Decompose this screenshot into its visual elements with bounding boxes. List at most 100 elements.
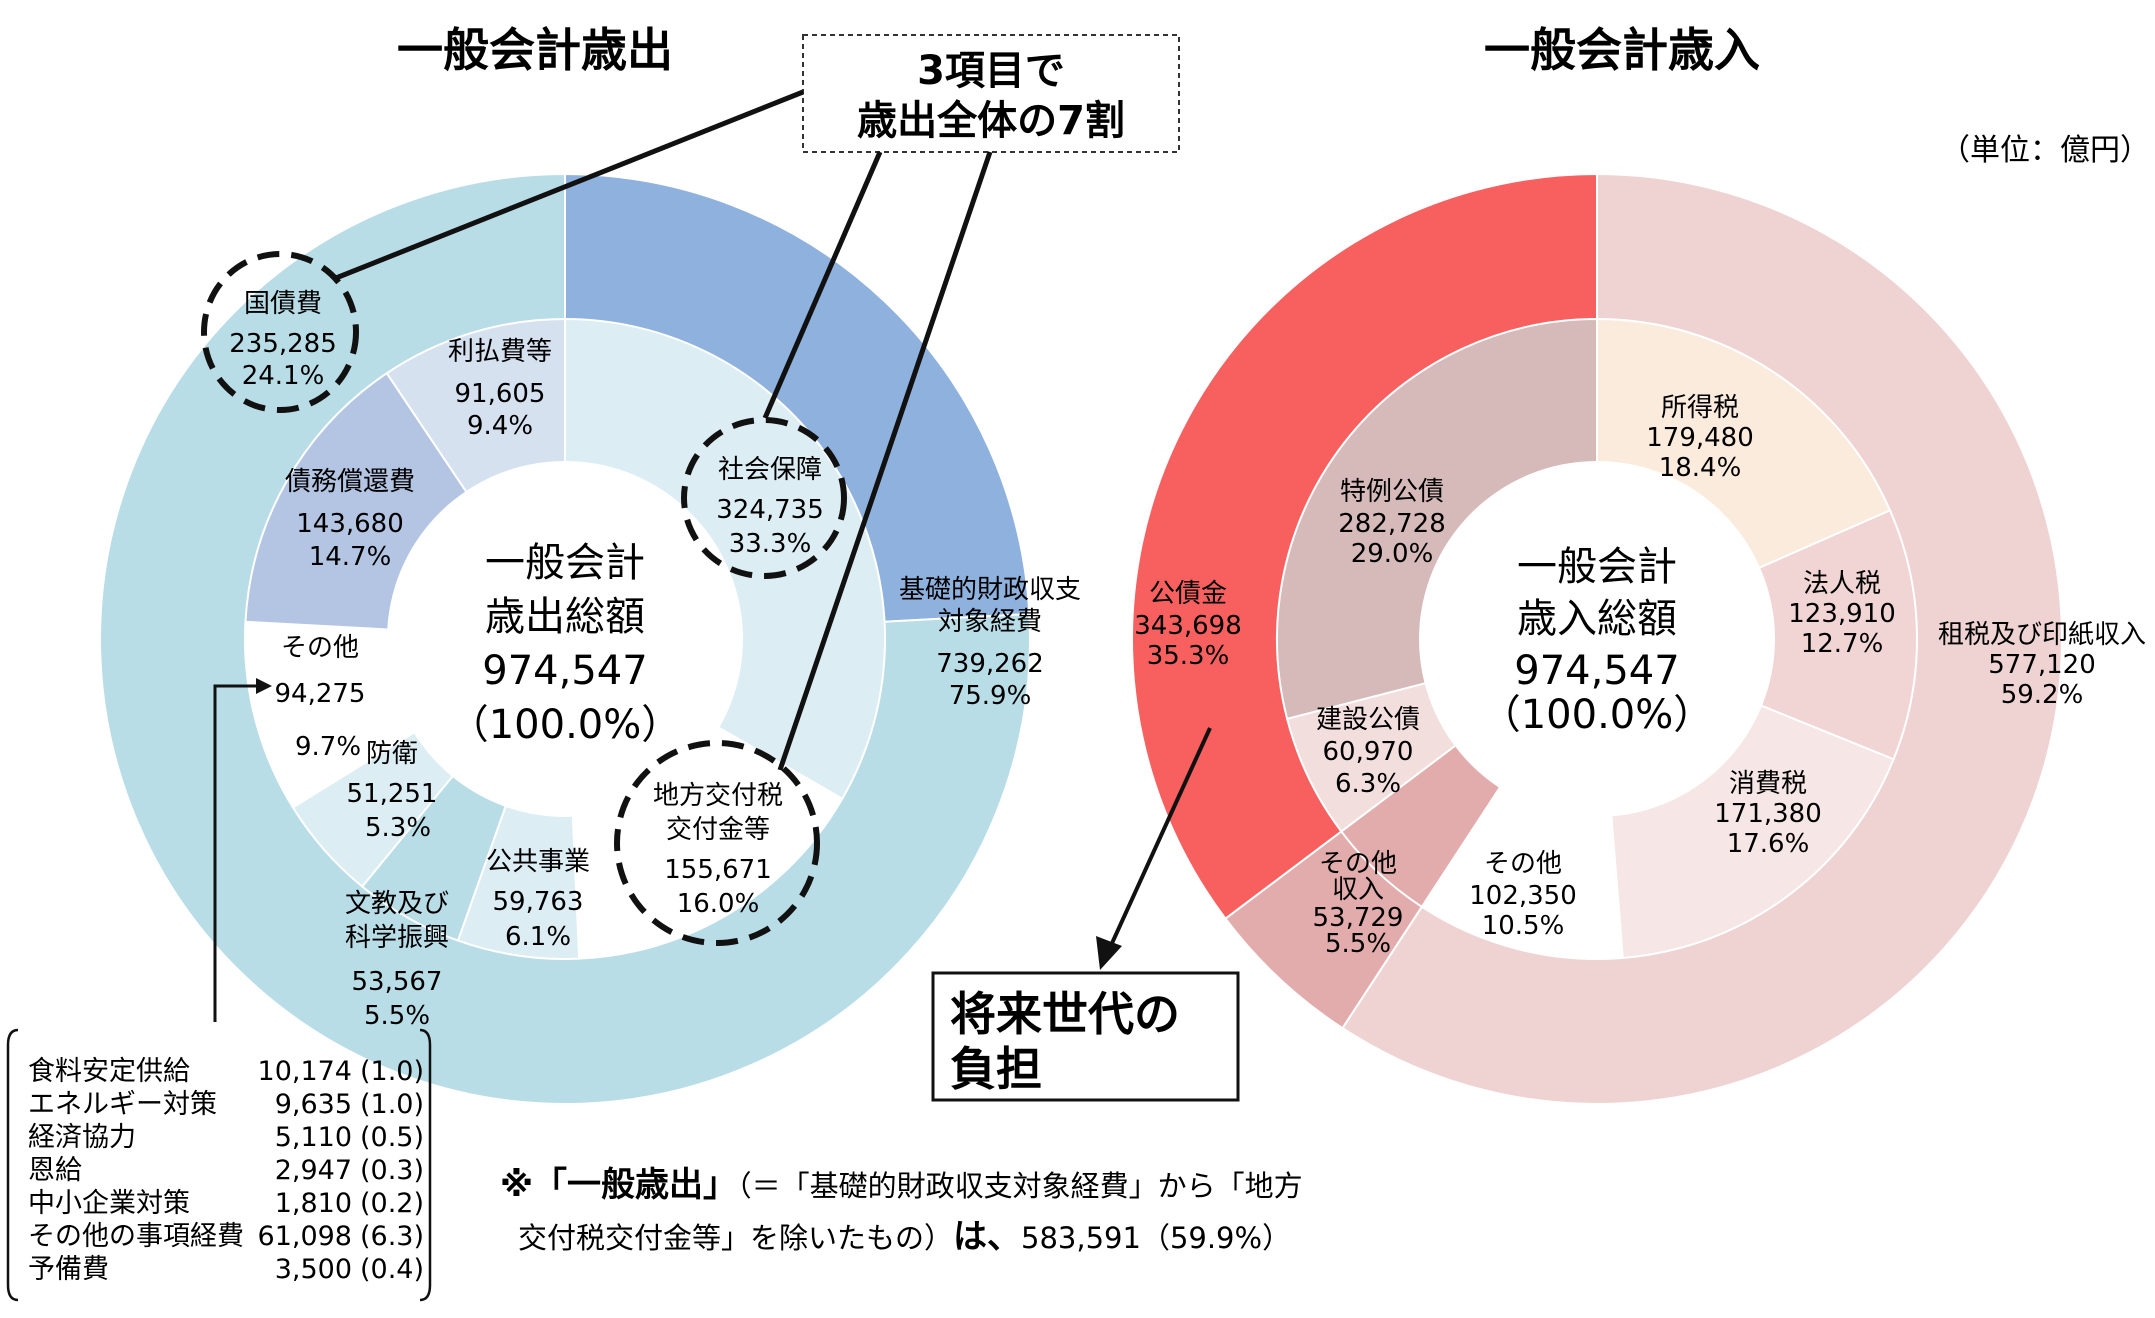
breakdown-value-6: 3,500: [275, 1254, 352, 1285]
future-arrow-head: [1096, 936, 1122, 970]
label-shohi-value: 171,380: [1714, 799, 1822, 829]
label-saimu-pct: 14.7%: [309, 542, 392, 572]
label-shakai-name: 社会保障: [718, 455, 822, 485]
breakdown-pct-3: (0.3): [360, 1155, 424, 1186]
label-sonota-shunyu-name2: 収入: [1332, 875, 1384, 905]
three-items-line2: 歳出全体の7割: [857, 98, 1125, 144]
label-sozei-name: 租税及び印紙収入: [1938, 620, 2146, 650]
rev-center-value: 974,547: [1514, 648, 1679, 694]
label-shotoku-name: 所得税: [1661, 393, 1739, 423]
label-hojin-name: 法人税: [1803, 569, 1881, 599]
label-sozei-pct: 59.2%: [2001, 680, 2084, 710]
breakdown-pct-5: (6.3): [360, 1221, 424, 1252]
breakdown-value-4: 1,810: [275, 1188, 352, 1219]
breakdown-bracket-left: [6, 1028, 19, 1302]
label-kosaikin-value: 343,698: [1134, 611, 1242, 641]
label-chiho: 地方交付税 交付金等 155,671 16.0%: [653, 781, 783, 919]
label-kensetsu: 建設公債 60,970 6.3%: [1316, 705, 1420, 799]
label-tokurei-pct: 29.0%: [1351, 539, 1434, 569]
expenditure-title: 一般会計歳出: [397, 23, 673, 77]
label-kiso-name1: 基礎的財政収支: [899, 575, 1081, 605]
label-saimu: 債務償還費 143,680 14.7%: [285, 467, 415, 572]
label-riharai-pct: 9.4%: [467, 411, 533, 441]
label-kosaikin-pct: 35.3%: [1147, 641, 1230, 671]
label-hojin-value: 123,910: [1788, 599, 1896, 629]
breakdown-value-1: 9,635: [275, 1089, 352, 1120]
label-kensetsu-name: 建設公債: [1316, 705, 1420, 735]
label-kiso: 基礎的財政収支 対象経費 739,262 75.9%: [899, 575, 1081, 711]
label-boei-name: 防衛: [366, 739, 418, 769]
revenue-center-disk: [1419, 461, 1775, 817]
label-kiso-pct: 75.9%: [949, 681, 1032, 711]
footnote-line2: 交付税交付金等」を除いたもの）は、583,591（59.9%）: [518, 1217, 1291, 1257]
label-hojin: 法人税 123,910 12.7%: [1788, 569, 1896, 659]
label-chiho-value: 155,671: [664, 855, 772, 885]
label-kensetsu-value: 60,970: [1323, 737, 1414, 767]
future-burden-line1: 将来世代の: [950, 987, 1180, 1041]
future-arrow-line: [1106, 727, 1212, 953]
label-koukyo-value: 59,763: [493, 887, 584, 917]
three-items-box: [802, 34, 1180, 153]
label-riharai-name: 利払費等: [448, 337, 552, 367]
label-kiso-name2: 対象経費: [938, 607, 1042, 637]
label-shohi-pct: 17.6%: [1727, 829, 1810, 859]
label-bunkyo-name1: 文教及び: [345, 889, 449, 919]
connector-kokusaihi: [335, 89, 804, 281]
label-kokusaihi: 国債費 235,285 24.1%: [229, 289, 337, 391]
expenditure-center-disk: [387, 461, 743, 817]
breakdown-name-1: エネルギー対策: [28, 1089, 217, 1120]
breakdown-value-0: 10,174: [258, 1056, 352, 1087]
label-shakai: 社会保障 324,735 33.3%: [716, 455, 824, 559]
label-koukyo-name: 公共事業: [486, 847, 590, 877]
breakdown-value-2: 5,110: [275, 1122, 352, 1153]
breakdown-value-5: 61,098: [258, 1221, 352, 1252]
label-kokusaihi-value: 235,285: [229, 329, 337, 359]
label-sonota-shunyu: その他 収入 53,729 5.5%: [1313, 849, 1404, 959]
label-chiho-name1: 地方交付税: [653, 781, 783, 811]
sonota-pointer-head: [256, 678, 272, 694]
breakdown-pct-4: (0.2): [360, 1188, 424, 1219]
label-boei-pct: 5.3%: [365, 813, 431, 843]
label-shotoku-value: 179,480: [1646, 423, 1754, 453]
label-shohi-name: 消費税: [1729, 769, 1807, 799]
label-sonota-exp-name: その他: [281, 633, 359, 663]
label-shotoku: 所得税 179,480 18.4%: [1646, 393, 1754, 483]
breakdown-name-4: 中小企業対策: [28, 1188, 190, 1219]
label-chiho-name2: 交付金等: [666, 815, 770, 845]
exp-center-line1: 一般会計: [485, 540, 645, 586]
breakdown-pct-6: (0.4): [360, 1254, 424, 1285]
label-shohi: 消費税 171,380 17.6%: [1714, 769, 1822, 859]
label-sonota-exp-pct: 9.7%: [295, 732, 361, 762]
exp-center-line2: 歳出総額: [485, 594, 645, 640]
label-bunkyo-name2: 科学振興: [345, 923, 449, 953]
label-kosaikin-name: 公債金: [1149, 579, 1227, 609]
breakdown-name-0: 食料安定供給: [28, 1056, 190, 1087]
breakdown-name-3: 恩給: [28, 1155, 82, 1186]
unit-note: （単位：億円）: [1940, 133, 2150, 168]
future-burden-line2: 負担: [950, 1042, 1042, 1096]
breakdown-name-6: 予備費: [28, 1254, 109, 1285]
label-sonota-rev-pct: 10.5%: [1482, 911, 1565, 941]
highlight-chiho: [614, 740, 820, 946]
three-items-line1: 3項目で: [917, 48, 1065, 94]
footnote-text1: （＝「基礎的財政収支対象経費」から「地方: [737, 1169, 1303, 1203]
label-tokurei: 特例公債 282,728 29.0%: [1338, 477, 1446, 569]
rev-center-line1: 一般会計: [1517, 544, 1677, 590]
label-kokusaihi-pct: 24.1%: [242, 361, 325, 391]
connector-chiho: [777, 151, 993, 771]
label-shotoku-pct: 18.4%: [1659, 453, 1742, 483]
breakdown-pct-2: (0.5): [360, 1122, 424, 1153]
label-tokurei-value: 282,728: [1338, 509, 1446, 539]
label-riharai-value: 91,605: [455, 379, 546, 409]
label-saimu-name: 債務償還費: [285, 467, 415, 497]
label-bunkyo-value: 53,567: [352, 967, 443, 997]
breakdown-pct-0: (1.0): [360, 1056, 424, 1087]
label-boei: 防衛 51,251 5.3%: [347, 739, 438, 843]
footnote-value: 583,591（59.9%）: [1021, 1221, 1291, 1255]
label-sonota-exp-value: 94,275: [275, 679, 366, 709]
label-saimu-value: 143,680: [296, 509, 404, 539]
breakdown-name-2: 経済協力: [28, 1122, 136, 1153]
label-sonota-rev-value: 102,350: [1469, 881, 1577, 911]
highlight-shakai: [681, 417, 847, 579]
